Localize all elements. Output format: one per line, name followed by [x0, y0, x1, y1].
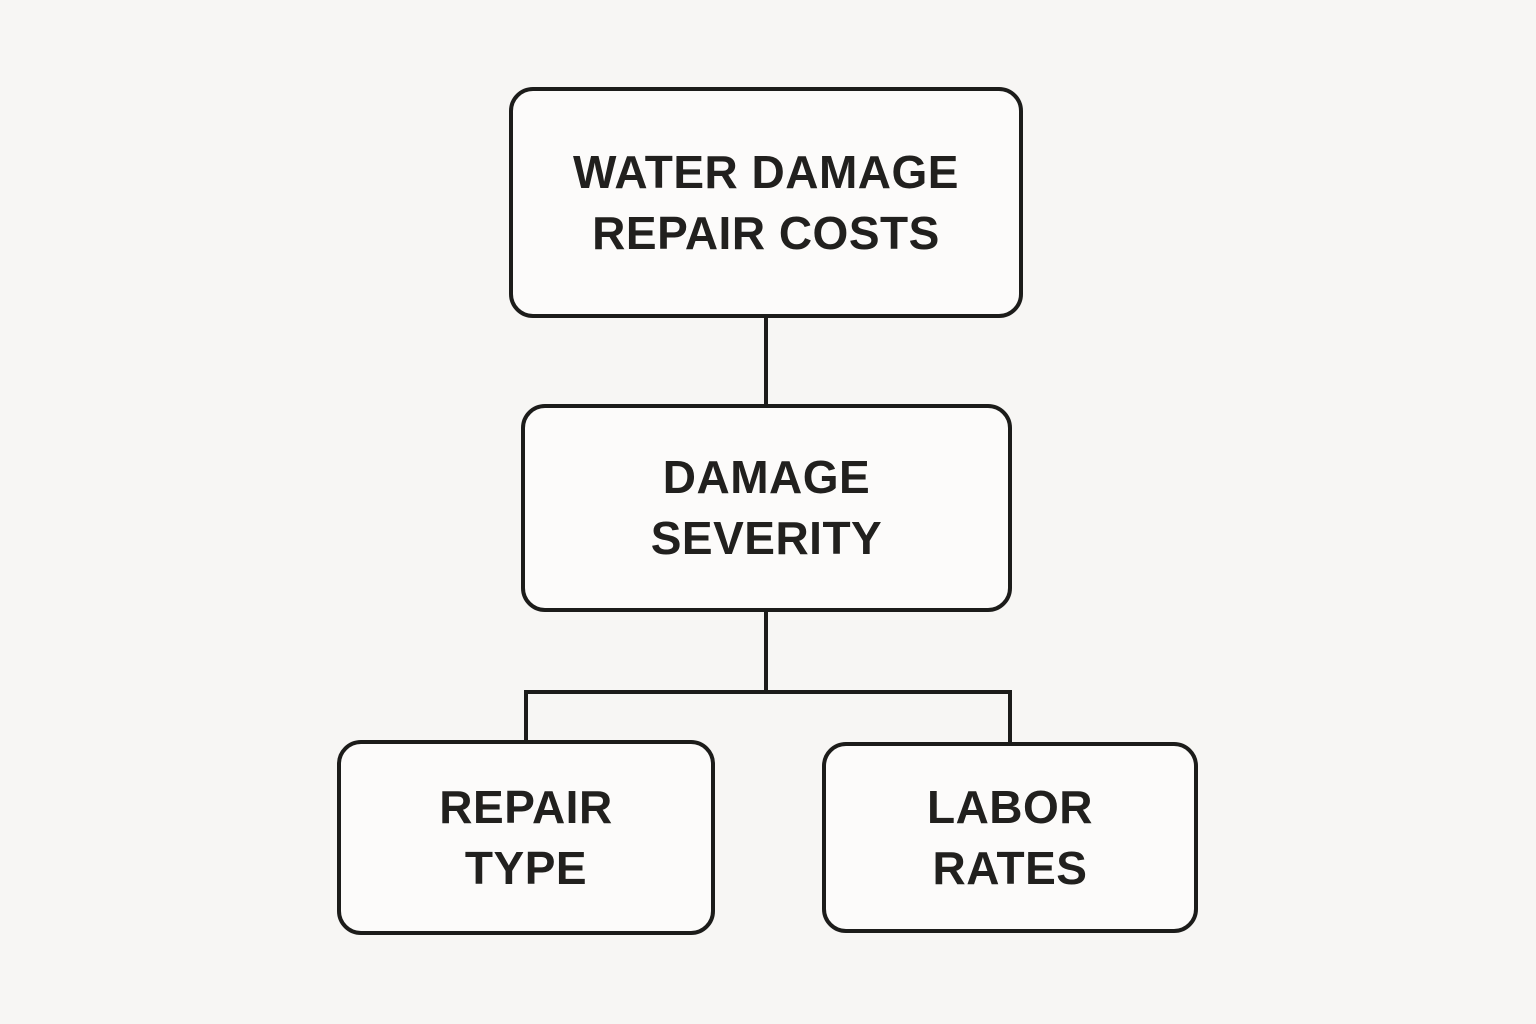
connector-drop-labor-rates — [1008, 690, 1012, 746]
node-label-line: REPAIR COSTS — [592, 206, 940, 259]
connector-branch-rail — [524, 690, 1012, 694]
node-damage-severity: DAMAGE SEVERITY — [521, 404, 1012, 612]
node-label-line: RATES — [932, 841, 1088, 894]
connector-severity-stem — [764, 608, 768, 694]
node-labor-rates: LABOR RATES — [822, 742, 1198, 933]
node-label-line: REPAIR — [439, 780, 613, 833]
node-label-line: DAMAGE — [662, 451, 871, 504]
connector-root-to-severity — [764, 314, 768, 408]
node-water-damage-repair-costs: WATER DAMAGE REPAIR COSTS — [509, 87, 1023, 318]
node-label-line: TYPE — [464, 841, 588, 894]
node-label-line: LABOR — [926, 780, 1094, 833]
node-repair-type: REPAIR TYPE — [337, 740, 715, 935]
node-label-line: SEVERITY — [650, 512, 883, 564]
node-label-line: WATER DAMAGE — [573, 145, 959, 198]
connector-drop-repair-type — [524, 690, 528, 744]
